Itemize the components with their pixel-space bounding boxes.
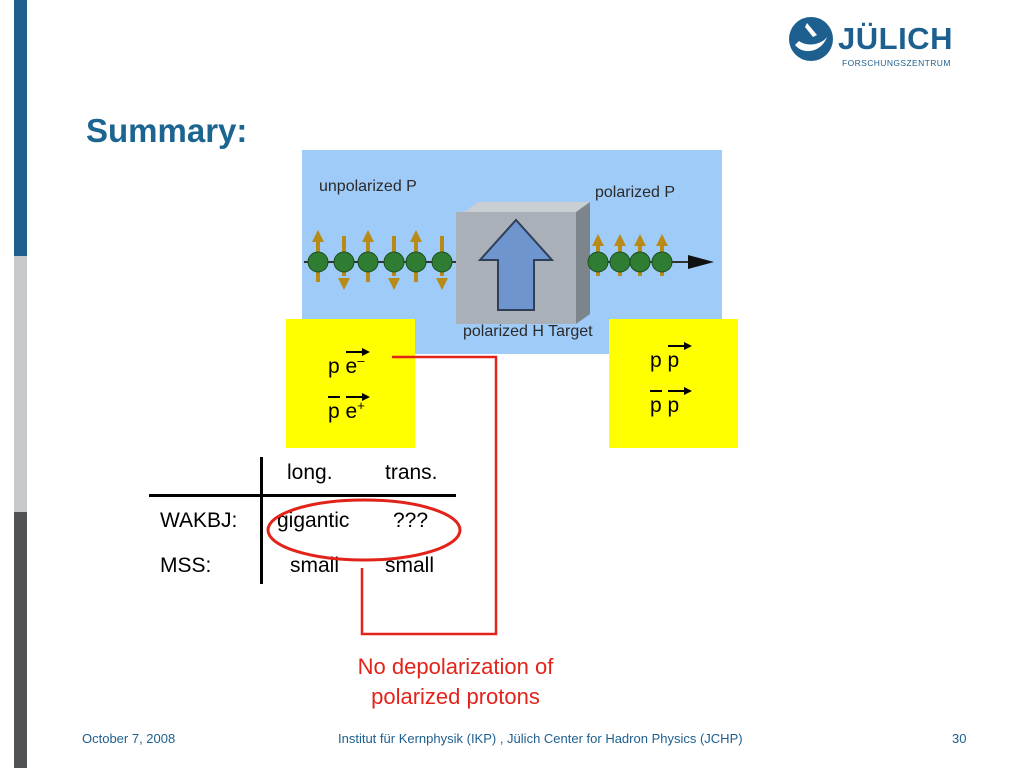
note-line-2: polarized protons [371, 684, 540, 709]
proton-ball [307, 251, 329, 273]
page-number: 30 [952, 731, 967, 746]
antiproton-symbol: p [328, 396, 340, 424]
polarized-beam-label: polarized P [595, 184, 676, 201]
cell-mss-long: small [290, 554, 340, 577]
diagram-graphics [304, 202, 714, 324]
note-line-1: No depolarization of [357, 654, 554, 679]
slide-title: Summary: [86, 112, 248, 149]
proton-ball [431, 251, 453, 273]
row-label-wakbj: WAKBJ: [160, 509, 238, 532]
electron-scattering-box [286, 319, 415, 448]
pbar-p-line: p p [650, 387, 692, 418]
table-header-rule [149, 494, 456, 497]
vector-arrow-icon [345, 393, 370, 401]
unpolarized-particles [307, 230, 453, 290]
cell-wakbj-trans: ??? [393, 509, 429, 532]
proton-scattering-box [609, 319, 738, 448]
proton-symbol: p [328, 355, 340, 378]
row-label-mss: MSS: [160, 554, 212, 577]
proton-ball [587, 251, 609, 273]
cell-wakbj-long: gigantic [277, 509, 350, 532]
positron-vector-symbol: e [345, 393, 370, 424]
logo-subtitle: FORSCHUNGSZENTRUM [842, 58, 951, 68]
vector-arrow-icon [667, 342, 692, 350]
beam-direction-arrow [688, 255, 714, 269]
pbar-e-plus-line: p e+ [328, 393, 370, 424]
side-bar-light-gray [14, 256, 27, 512]
proton-ball [629, 251, 651, 273]
table-column-rule [260, 457, 263, 584]
electron-vector-symbol: e [345, 348, 370, 379]
vector-arrow-icon [667, 387, 692, 395]
pe-minus-line: p e– [328, 348, 370, 379]
target-label: polarized H Target [463, 323, 593, 340]
target-cube [456, 202, 590, 324]
footer-institute: Institut für Kernphysik (IKP) , Jülich C… [338, 731, 743, 746]
proton-vector-symbol: p [667, 387, 692, 418]
proton-symbol: p [650, 349, 662, 372]
antiproton-symbol: p [650, 390, 662, 418]
column-header-long: long. [287, 461, 333, 484]
proton-ball [651, 251, 673, 273]
footer-date: October 7, 2008 [82, 731, 176, 746]
side-bar-blue [14, 0, 27, 256]
logo-wordmark: JÜLICH [838, 21, 953, 56]
proton-ball [405, 251, 427, 273]
julich-logo-icon [789, 17, 833, 61]
proton-ball [357, 251, 379, 273]
polarized-particles [587, 234, 673, 276]
unpolarized-beam-label: unpolarized P [319, 178, 417, 195]
proton-ball [333, 251, 355, 273]
proton-vector-symbol: p [667, 342, 692, 373]
target-arrow-icon [477, 218, 555, 311]
annotation-note: No depolarization of polarized protons [300, 652, 611, 712]
pp-line: p p [650, 342, 692, 373]
side-bar-dark-gray [14, 512, 27, 768]
column-header-trans: trans. [385, 461, 438, 484]
proton-ball [609, 251, 631, 273]
proton-ball [383, 251, 405, 273]
cell-mss-trans: small [385, 554, 435, 577]
vector-arrow-icon [345, 348, 370, 356]
